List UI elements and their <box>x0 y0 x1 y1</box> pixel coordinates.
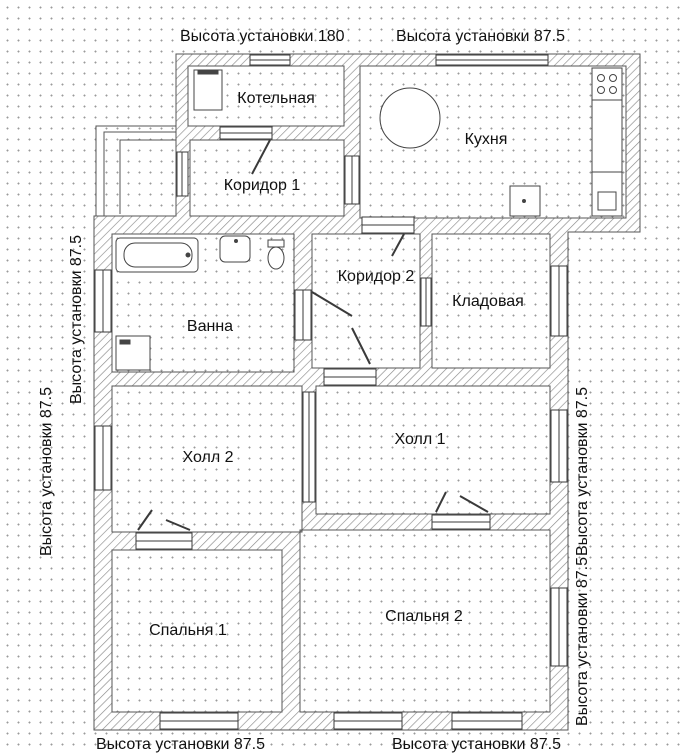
doors <box>135 126 491 550</box>
room-boiler: Котельная <box>237 90 315 107</box>
install-label-right-upper: Высота установки 87.5 <box>574 386 591 556</box>
room-corridor1: Коридор 1 <box>223 177 301 194</box>
room-hall2: Холл 2 <box>182 449 234 466</box>
install-label-top-right: Высота установки 87.5 <box>396 28 566 45</box>
kitchen-table <box>379 87 441 149</box>
porch <box>95 125 176 216</box>
install-label-bottom-left: Высота установки 87.5 <box>96 736 266 753</box>
install-label-right-lower: Высота установки 87.5 <box>574 556 591 726</box>
windows <box>94 54 568 730</box>
room-bath: Ванна <box>186 318 234 335</box>
room-bedroom2: Спальня 2 <box>385 608 463 625</box>
install-label-top-left: Высота установки 180 <box>180 28 345 45</box>
counter <box>591 99 623 173</box>
bath-sink <box>219 235 251 263</box>
install-label-left-inner: Высота установки 87.5 <box>68 234 85 404</box>
toilet <box>267 246 285 270</box>
room-corridor2: Коридор 2 <box>337 268 415 285</box>
install-label-bottom-right: Высота установки 87.5 <box>392 736 562 753</box>
door-swings <box>137 139 489 531</box>
fixtures <box>115 67 623 371</box>
room-bedroom1: Спальня 1 <box>149 622 227 639</box>
kitchen-sink <box>591 171 623 217</box>
stove <box>591 67 623 101</box>
room-hall1: Холл 1 <box>394 431 446 448</box>
install-label-left-outer: Высота установки 87.5 <box>38 386 55 556</box>
walls <box>93 53 641 731</box>
room-storage: Кладовая <box>452 293 524 310</box>
boiler-unit <box>193 69 223 111</box>
room-kitchen: Кухня <box>464 131 508 148</box>
